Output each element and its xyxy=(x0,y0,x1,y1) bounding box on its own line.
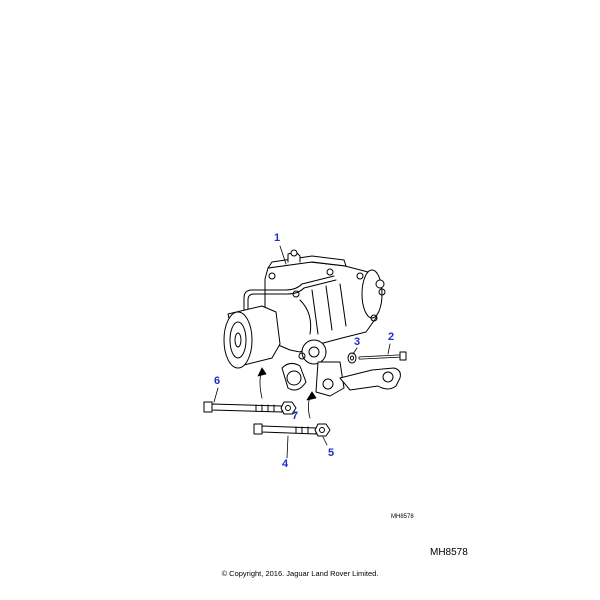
callout-1: 1 xyxy=(274,232,281,244)
nut-5 xyxy=(314,423,331,437)
callout-2: 2 xyxy=(388,331,395,343)
washer-3 xyxy=(347,352,357,364)
copyright-notice: © Copyright, 2016. Jaguar Land Rover Lim… xyxy=(221,569,379,578)
bolt-6 xyxy=(203,401,283,413)
callout-5: 5 xyxy=(328,447,335,459)
bolt-4 xyxy=(253,423,317,435)
steering-box-assembly xyxy=(223,249,401,397)
callout-6: 6 xyxy=(214,375,221,387)
illustration-code: MH8578 xyxy=(430,547,468,558)
callout-7: 7 xyxy=(292,410,299,422)
callout-4: 4 xyxy=(282,458,289,470)
illustration-code-small: MH8578 xyxy=(391,514,414,520)
leader-lines xyxy=(213,245,391,459)
bolt-2 xyxy=(358,351,407,361)
callout-3: 3 xyxy=(354,336,361,348)
